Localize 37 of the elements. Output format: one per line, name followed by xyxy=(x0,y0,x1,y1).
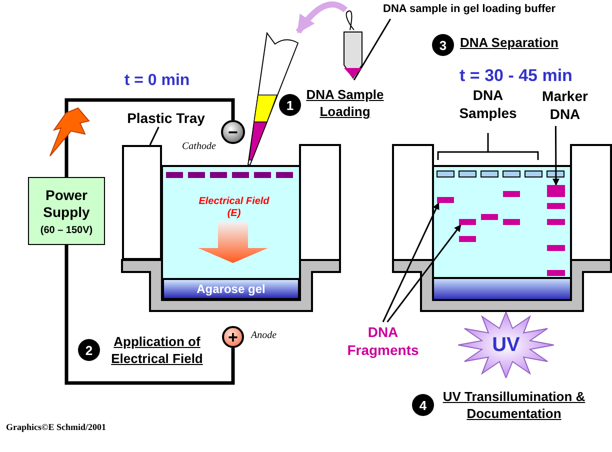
arrow xyxy=(386,224,462,322)
part-label: DNA Samples xyxy=(458,86,518,122)
credit-text: Graphics©E Schmid/2001 xyxy=(6,422,107,432)
part-label: Marker DNA xyxy=(534,84,596,126)
step-heading: DNA Separation xyxy=(460,34,560,51)
electrode-terminal: − xyxy=(221,120,245,144)
voltage-range: (60 – 150V) xyxy=(40,224,93,236)
step-heading: UV Transillumination & Documentation xyxy=(442,388,586,422)
leader-line xyxy=(149,126,160,146)
part-label: Plastic Tray xyxy=(120,109,212,127)
callout-text: DNA sample in gel loading buffer xyxy=(383,3,568,19)
arrow xyxy=(382,202,440,322)
power-supply-box xyxy=(28,177,105,245)
device-label: Power Supply xyxy=(42,186,91,220)
step-number-badge: 2 xyxy=(78,339,100,361)
gel-band: Agarose gel xyxy=(162,278,300,300)
dna-band xyxy=(437,197,454,203)
part-label: DNA Fragments xyxy=(340,322,426,360)
dna-band xyxy=(547,185,565,197)
leader-line xyxy=(353,18,392,80)
time-label: t = 30 - 45 min xyxy=(458,66,574,86)
wire xyxy=(64,98,235,177)
step-number-badge: 3 xyxy=(432,34,454,56)
dna-band xyxy=(459,219,476,225)
arrow xyxy=(552,126,560,186)
step-number-badge: 4 xyxy=(412,394,434,416)
electrode-terminal: + xyxy=(222,326,244,348)
electrode-label: Cathode xyxy=(182,141,217,152)
step-number-badge: 1 xyxy=(279,94,301,116)
time-label: t = 0 min xyxy=(123,72,191,90)
step-heading: DNA Sample Loading xyxy=(305,86,385,120)
step-heading: Application of Electrical Field xyxy=(110,333,204,367)
wire xyxy=(64,245,235,385)
field-label: Electrical Field (E) xyxy=(198,196,270,220)
tray-wall xyxy=(122,145,162,260)
electrode-label: Anode xyxy=(251,330,278,341)
uv-burst: UV xyxy=(458,312,554,378)
